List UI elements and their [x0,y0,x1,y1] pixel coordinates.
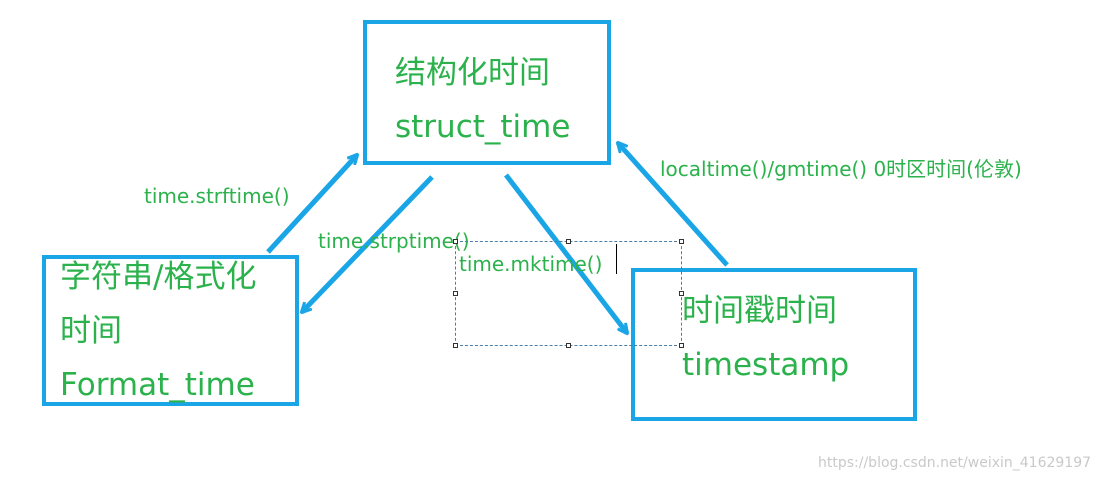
format-time-label-cn-2: 时间 [60,313,122,349]
text-cursor [616,244,617,274]
arrow-strftime [266,155,357,254]
selected-textbox[interactable] [455,241,682,346]
resize-handle-bottom-middle[interactable] [566,343,571,348]
resize-handle-top-left[interactable] [453,239,458,244]
resize-handle-middle-left[interactable] [453,291,458,296]
edge-label-strftime: time.strftime() [144,184,290,208]
watermark: https://blog.csdn.net/weixin_41629197 [818,455,1092,471]
arrow-localtime [618,143,729,267]
struct-time-box [363,20,611,165]
format-time-box [42,255,299,406]
resize-handle-top-right[interactable] [679,239,684,244]
struct-time-label-en: struct_time [395,109,571,145]
resize-handle-bottom-right[interactable] [679,343,684,348]
resize-handle-bottom-left[interactable] [453,343,458,348]
format-time-label-cn-1: 字符串/格式化 [60,259,257,295]
edge-label-mktime[interactable]: time.mktime() [459,252,603,276]
timestamp-box [631,268,917,421]
timestamp-label-cn: 时间戳时间 [682,293,837,329]
timestamp-label-en: timestamp [682,347,850,383]
resize-handle-middle-right[interactable] [679,291,684,296]
edge-label-strptime: time.strptime() [318,229,470,253]
resize-handle-top-middle[interactable] [566,239,571,244]
edge-label-localtime: localtime()/gmtime() 0时区时间(伦敦) [660,157,1022,181]
struct-time-label-cn: 结构化时间 [395,55,550,91]
arrow-strptime [302,175,434,312]
format-time-label-en: Format_time [60,367,255,403]
arrow-mktime [504,173,627,333]
